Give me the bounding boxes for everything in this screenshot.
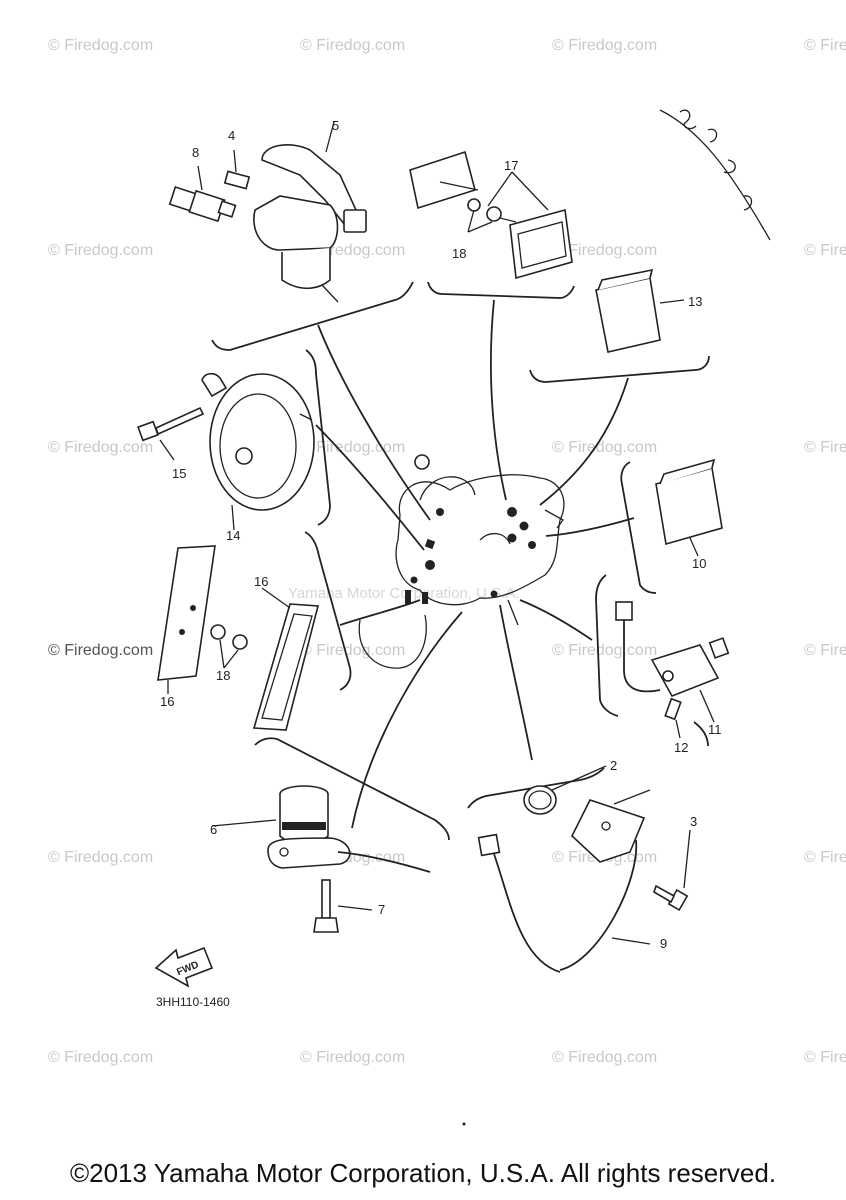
part-starter-relay — [211, 785, 431, 873]
callout-2: 2 — [610, 758, 617, 773]
part-sensor-lead — [477, 833, 651, 973]
watermark: © Firedog.com — [552, 439, 657, 456]
part-ignition-coil — [253, 121, 367, 303]
callout-15: 15 — [172, 466, 186, 481]
watermark: © Firedog.com — [552, 1049, 657, 1066]
part-o-ring — [523, 765, 607, 815]
part-side-reflector-left — [157, 545, 216, 694]
watermark: © Firedog.com — [48, 849, 153, 866]
callouts: 2 3 4 5 6 7 8 9 10 11 12 13 14 15 16 16 … — [160, 118, 722, 951]
diagram-code: 3HH110-1460 — [156, 995, 230, 1009]
callout-7: 7 — [378, 902, 385, 917]
handwritten-mark — [659, 109, 771, 241]
part-starter-bolt — [313, 879, 373, 933]
callout-6: 6 — [210, 822, 217, 837]
watermark: © Firedog.com — [804, 1049, 846, 1066]
callout-13: 13 — [688, 294, 702, 309]
callout-18-top: 18 — [452, 246, 466, 261]
fwd-arrow: FWD — [154, 946, 214, 988]
watermark: © Firedog.com — [804, 642, 846, 659]
callout-8: 8 — [192, 145, 199, 160]
part-relay-10 — [655, 458, 723, 557]
watermark: © Firedog.com — [804, 242, 846, 259]
callout-3: 3 — [690, 814, 697, 829]
part-sensor-plate — [559, 789, 651, 971]
callout-17: 17 — [504, 158, 518, 173]
part-side-reflector-right — [252, 587, 320, 731]
leader-lines — [211, 281, 710, 841]
watermark: © Firedog.com — [300, 1049, 405, 1066]
watermark: © Firedog.com — [300, 37, 405, 54]
watermark-grid: © Firedog.com © Firedog.com © Firedog.co… — [48, 37, 846, 1066]
watermark: © Firedog.com — [804, 849, 846, 866]
watermark: © Firedog.com — [48, 242, 153, 259]
watermark: © Firedog.com — [804, 439, 846, 456]
watermark: © Firedog.com — [48, 37, 153, 54]
callout-18-left: 18 — [216, 668, 230, 683]
callout-12: 12 — [674, 740, 688, 755]
frame-center — [358, 454, 565, 669]
watermark: © Firedog.com — [300, 439, 405, 456]
watermark: © Firedog.com — [48, 1049, 153, 1066]
stray-dot — [462, 1122, 466, 1126]
callout-14: 14 — [226, 528, 240, 543]
watermark: © Firedog.com — [552, 242, 657, 259]
watermark: © Firedog.com — [552, 37, 657, 54]
callout-16-left: 16 — [160, 694, 174, 709]
watermark: © Firedog.com — [48, 642, 153, 659]
part-horn-bolt — [137, 406, 205, 461]
watermark: © Firedog.com — [48, 439, 153, 456]
part-grommets — [210, 624, 248, 669]
part-rear-reflector — [409, 150, 573, 280]
callout-4: 4 — [228, 128, 235, 143]
watermark: © Firedog.com — [804, 37, 846, 54]
part-neutral-switch — [615, 601, 730, 723]
part-sensor-screw — [653, 829, 691, 912]
callout-9: 9 — [660, 936, 667, 951]
faint-watermark: Yamaha Motor Corporation, U.S.A. — [288, 585, 520, 602]
part-relay-13 — [595, 268, 685, 353]
parts-diagram: © Firedog.com © Firedog.com © Firedog.co… — [48, 37, 846, 1126]
callout-10: 10 — [692, 556, 706, 571]
watermark: © Firedog.com — [552, 642, 657, 659]
callout-16-right: 16 — [254, 574, 268, 589]
part-horn — [201, 372, 315, 531]
callout-5: 5 — [332, 118, 339, 133]
part-spark-plug — [168, 165, 237, 223]
copyright-footer: ©2013 Yamaha Motor Corporation, U.S.A. A… — [69, 1158, 777, 1188]
callout-11: 11 — [708, 722, 722, 737]
part-plug-cap — [223, 149, 251, 190]
watermark: © Firedog.com — [300, 642, 405, 659]
part-switch-screw — [664, 697, 682, 739]
